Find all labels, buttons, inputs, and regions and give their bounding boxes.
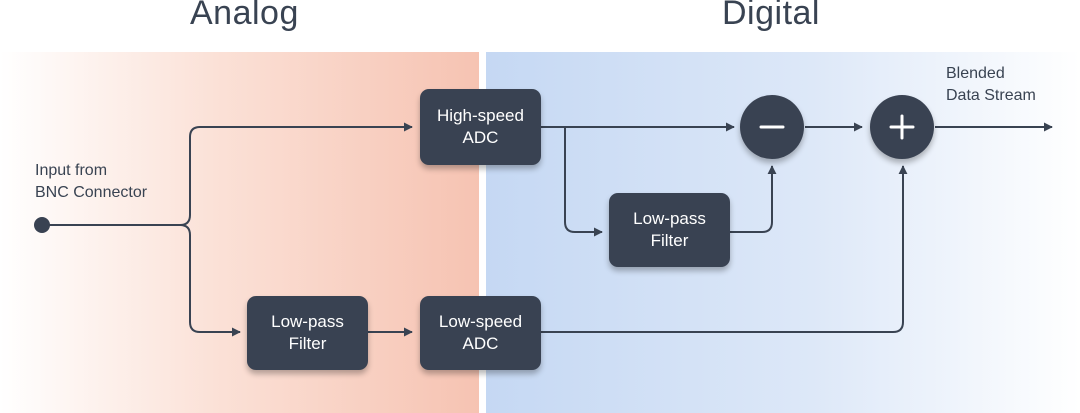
wire-to-analog-lowpass [179,224,241,337]
add-node [870,95,934,159]
subtract-node [740,95,804,159]
high-speed-adc-label: High-speed ADC [437,106,524,147]
analog-title: Analog [190,0,299,32]
low-speed-adc-block: Low-speed ADC [420,296,541,370]
high-speed-adc-block: High-speed ADC [420,89,541,165]
digital-lowpass-filter-label: Low-pass Filter [633,209,706,250]
analog-lowpass-filter-block: Low-pass Filter [247,296,368,370]
analog-region [0,52,479,413]
input-label: Input from BNC Connector [35,162,148,201]
wire-lowpass-to-subtract [730,165,777,233]
wire-low-speed-adc-to-add [541,165,908,333]
digital-lowpass-filter-block: Low-pass Filter [609,193,730,267]
output-label: Blended Data Stream [946,65,1036,104]
wire-to-digital-lowpass [564,127,603,237]
wire-to-high-speed-adc [179,122,413,226]
plus-icon [889,114,915,140]
minus-icon [759,125,785,129]
digital-title: Digital [722,0,820,32]
analog-lowpass-filter-label: Low-pass Filter [271,312,344,353]
low-speed-adc-label: Low-speed ADC [438,312,523,353]
input-node [34,217,50,233]
